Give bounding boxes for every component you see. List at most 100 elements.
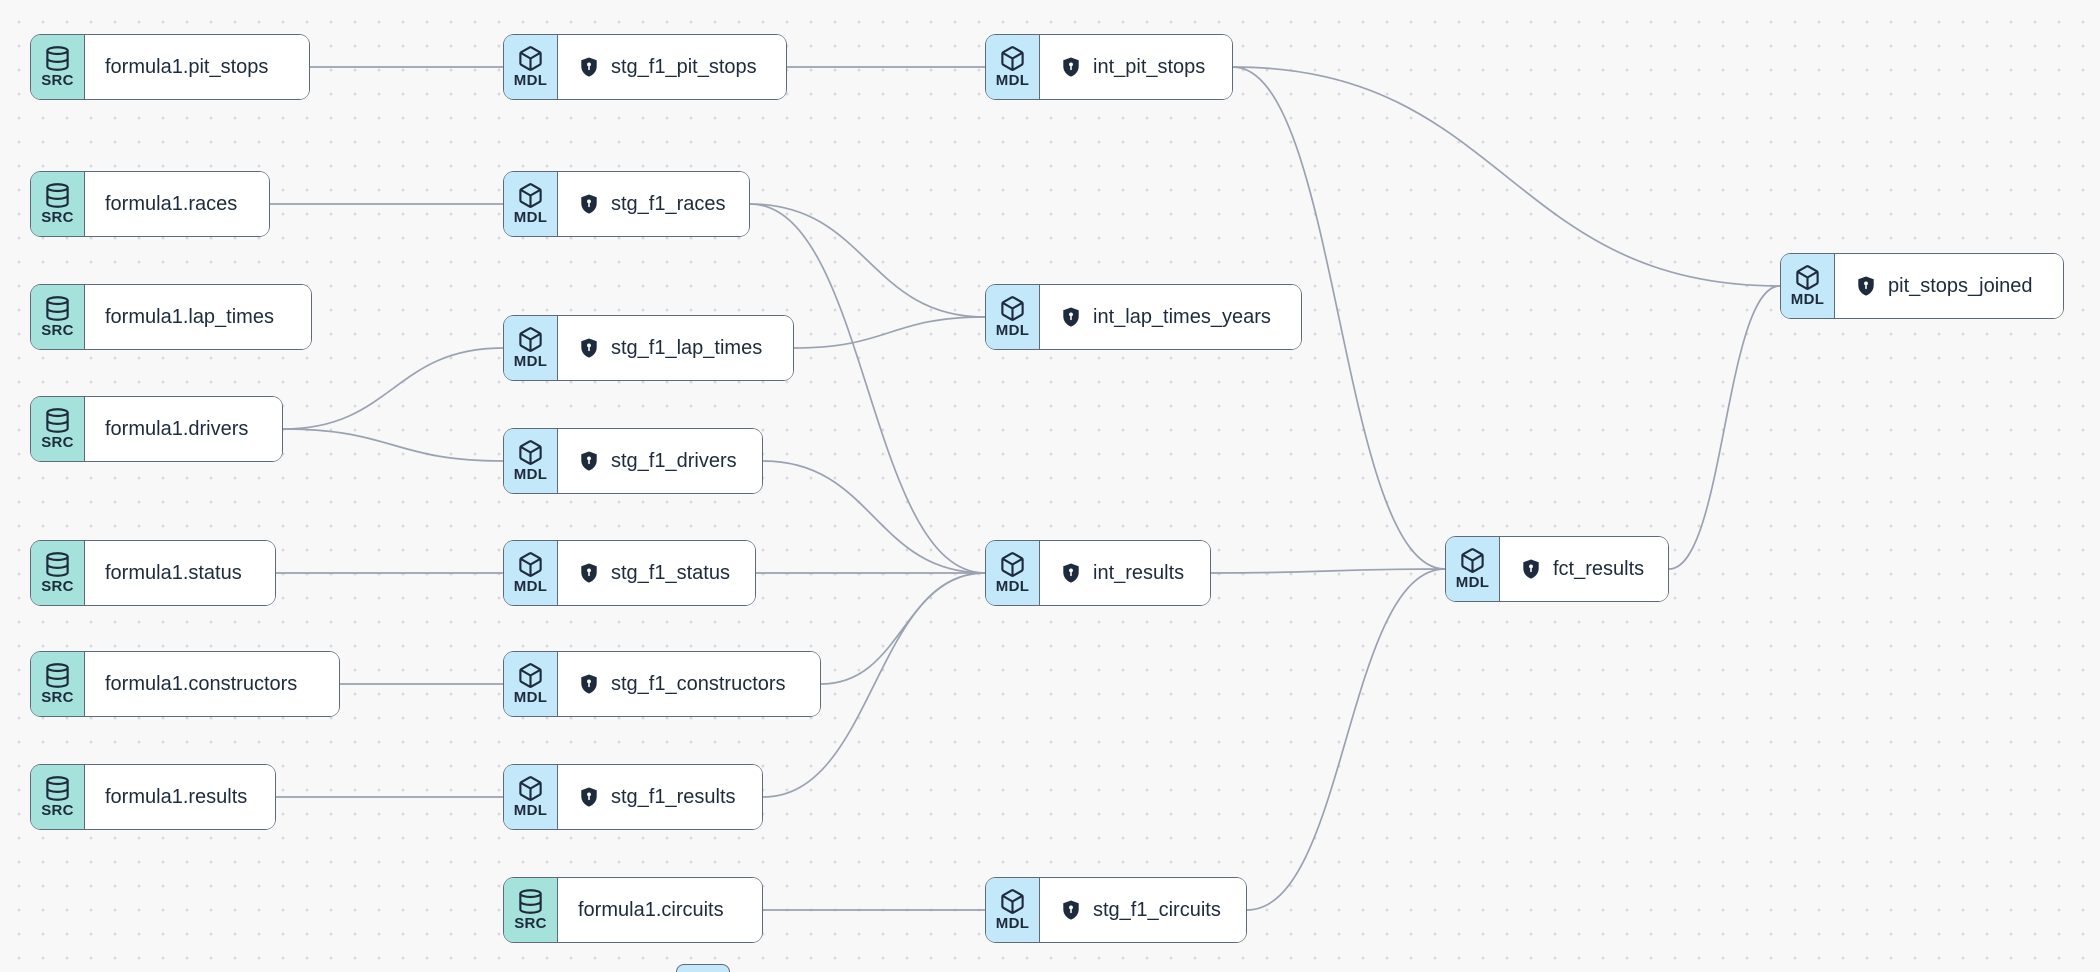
cube-icon [519, 552, 542, 578]
node-int_pit_stops[interactable]: MDL int_pit_stops [985, 34, 1233, 100]
node-type-badge: MDL [513, 209, 548, 227]
node-src_races[interactable]: SRC formula1.races [30, 171, 270, 237]
node-stg_f1_constructors[interactable]: MDL stg_f1_constructors [503, 651, 821, 717]
node-src_status[interactable]: SRC formula1.status [30, 540, 276, 606]
node-src_circuits[interactable]: SRC formula1.circuits [503, 877, 763, 943]
node-type-panel: SRC [31, 397, 85, 461]
edge-src_drivers--stg_f1_drivers [282, 428, 504, 462]
node-label: stg_f1_status [611, 561, 730, 584]
node-body: formula1.constructors [85, 652, 339, 716]
cube-icon [1001, 552, 1024, 578]
node-type-badge: MDL [513, 689, 548, 707]
cube-icon [1001, 46, 1024, 72]
node-label: formula1.status [105, 561, 242, 584]
node-label: stg_f1_races [611, 192, 726, 215]
node-type-panel: SRC [31, 172, 85, 236]
node-body: formula1.lap_times [85, 285, 311, 349]
node-type-panel: MDL [986, 285, 1040, 349]
database-icon [46, 46, 69, 71]
database-icon [46, 183, 69, 208]
node-pit_stops_joined[interactable]: MDL pit_stops_joined [1780, 253, 2064, 319]
edge-stg_f1_circuits--fct_results [1246, 568, 1446, 911]
node-label: pit_stops_joined [1888, 274, 2033, 297]
shield-lock-icon [1063, 900, 1079, 920]
node-body: stg_f1_drivers [558, 429, 762, 493]
node-type-panel: MDL [1781, 254, 1835, 318]
node-stg_f1_races[interactable]: MDL stg_f1_races [503, 171, 750, 237]
node-int_results[interactable]: MDL int_results [985, 540, 1211, 606]
node-src_lap_times[interactable]: SRC formula1.lap_times [30, 284, 312, 350]
node-body: stg_f1_pit_stops [558, 35, 786, 99]
node-type-panel: MDL [504, 652, 558, 716]
node-type-panel: MDL [504, 316, 558, 380]
node-type-panel: SRC [31, 285, 85, 349]
node-type-badge: MDL [995, 915, 1030, 933]
cube-icon [519, 440, 542, 466]
node-type-badge: SRC [41, 322, 74, 340]
node-body: pit_stops_joined [1835, 254, 2063, 318]
node-body: int_results [1040, 541, 1210, 605]
node-stg_f1_circuits[interactable]: MDL stg_f1_circuits [985, 877, 1247, 943]
database-icon [46, 408, 69, 433]
node-type-panel: MDL [504, 765, 558, 829]
shield-lock-icon [581, 338, 597, 358]
shield-lock-icon [581, 563, 597, 583]
node-type-panel: SRC [31, 652, 85, 716]
node-label: formula1.circuits [578, 898, 724, 921]
node-type-badge: MDL [1455, 574, 1490, 592]
node-label: formula1.constructors [105, 672, 298, 695]
node-fct_results[interactable]: MDL fct_results [1445, 536, 1669, 602]
cube-icon [519, 183, 542, 209]
node-src_constructors[interactable]: SRC formula1.constructors [30, 651, 340, 717]
node-body: stg_f1_constructors [558, 652, 820, 716]
node-body: formula1.status [85, 541, 275, 605]
node-src_drivers[interactable]: SRC formula1.drivers [30, 396, 283, 462]
node-type-badge: MDL [513, 72, 548, 90]
edge-stg_f1_constructors--int_results [820, 572, 986, 685]
node-body: stg_f1_lap_times [558, 316, 793, 380]
node-type-panel: SRC [504, 878, 558, 942]
node-type-badge: SRC [41, 689, 74, 707]
node-src_pit_stops[interactable]: SRC formula1.pit_stops [30, 34, 310, 100]
cube-icon [519, 663, 542, 689]
node-label: int_lap_times_years [1093, 305, 1271, 328]
database-icon [46, 296, 69, 321]
edge-stg_f1_drivers--int_results [762, 460, 986, 574]
cube-icon [519, 327, 542, 353]
node-body: stg_f1_races [558, 172, 749, 236]
node-stg_f1_pit_stops[interactable]: MDL stg_f1_pit_stops [503, 34, 787, 100]
node-type-badge: MDL [513, 353, 548, 371]
cube-icon [1461, 548, 1484, 574]
shield-lock-icon [1523, 559, 1539, 579]
cube-icon [1001, 889, 1024, 915]
node-type-panel: MDL [504, 172, 558, 236]
shield-lock-icon [581, 451, 597, 471]
database-icon [46, 776, 69, 801]
node-type-badge: MDL [995, 578, 1030, 596]
node-body: formula1.races [85, 172, 269, 236]
node-type-badge: MDL [995, 72, 1030, 90]
node-type-badge: MDL [513, 802, 548, 820]
node-label: int_results [1093, 561, 1185, 584]
shield-lock-icon [1063, 563, 1079, 583]
node-stg_f1_lap_times[interactable]: MDL stg_f1_lap_times [503, 315, 794, 381]
shield-lock-icon [581, 787, 597, 807]
node-int_lap_times_years[interactable]: MDL int_lap_times_years [985, 284, 1302, 350]
database-icon [46, 552, 69, 577]
edge-stg_f1_races--int_lap_times_years [749, 203, 986, 318]
edge-int_pit_stops--pit_stops_joined [1232, 66, 1781, 287]
shield-lock-icon [1858, 276, 1874, 296]
node-label: stg_f1_drivers [611, 449, 737, 472]
node-stg_f1_drivers[interactable]: MDL stg_f1_drivers [503, 428, 763, 494]
node-type-badge: SRC [41, 72, 74, 90]
node-stg_f1_status[interactable]: MDL stg_f1_status [503, 540, 756, 606]
node-stg_f1_results[interactable]: MDL stg_f1_results [503, 764, 763, 830]
node-type-panel: MDL [504, 35, 558, 99]
node-src_results[interactable]: SRC formula1.results [30, 764, 276, 830]
node-type-badge: SRC [41, 578, 74, 596]
node-type-badge: SRC [41, 209, 74, 227]
node-type-panel: MDL [986, 541, 1040, 605]
node-type-badge: SRC [41, 434, 74, 452]
